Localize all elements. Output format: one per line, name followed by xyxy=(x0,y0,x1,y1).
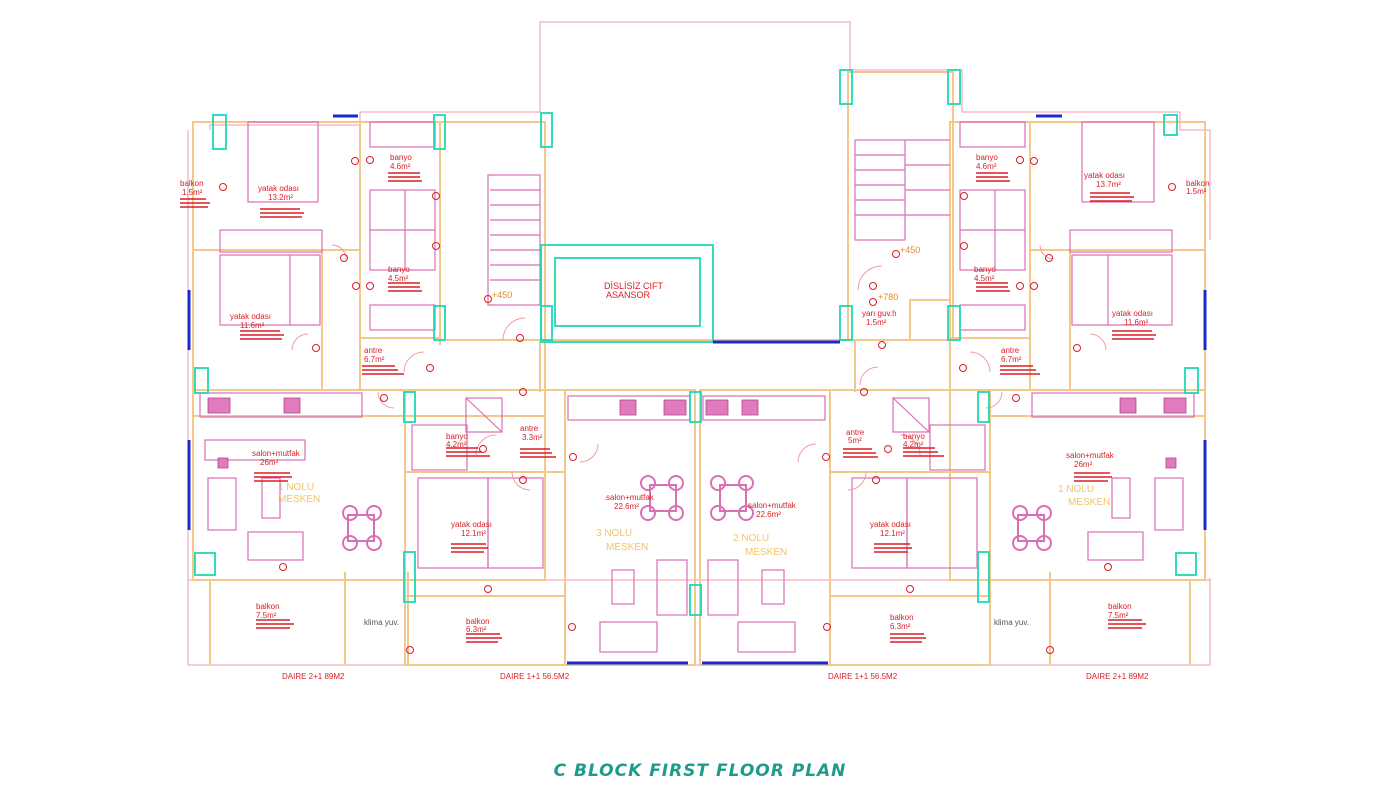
r-balkon-bot-name: balkon xyxy=(1108,602,1132,611)
r-klima-label: klima yuv. xyxy=(994,618,1029,627)
c1-salon-name: salon+mutfak xyxy=(606,493,655,502)
r-antre-name: antre xyxy=(1001,346,1020,355)
c2-salon-name: salon+mutfak xyxy=(748,501,797,510)
level-stair-right: +450 xyxy=(900,245,920,255)
c1-banyo-name: banyo xyxy=(446,432,468,441)
mesken-3-line1: 3 NOLU xyxy=(596,528,632,539)
r-banyo-top-area: 4.6m² xyxy=(976,162,997,171)
red-markers xyxy=(219,156,1176,654)
mesken-1-right-line2: MESKEN xyxy=(1068,497,1110,508)
mesken-1-right-line1: 1 NOLU xyxy=(1058,484,1094,495)
elevator-line2: ASANSOR xyxy=(606,290,651,300)
mesken-2-line2: MESKEN xyxy=(745,547,787,558)
l-balkon-top-name: balkon xyxy=(180,179,204,188)
r-balkon-top-name: balkon xyxy=(1186,179,1210,188)
klima-labels: klima yuv. klima yuv. xyxy=(364,618,1029,627)
l-balkon-bot-name: balkon xyxy=(256,602,280,611)
l-yatak-mid-area: 11.6m² xyxy=(240,321,265,330)
mesken-1-left-line1: 1 NOLU xyxy=(278,482,314,493)
l-yatak-mid-name: yatak odası xyxy=(230,312,271,321)
structural-walls xyxy=(192,71,1206,666)
c2-antre-area: 5m² xyxy=(848,436,862,445)
r-yatak-top-area: 13.7m² xyxy=(1096,180,1121,189)
interior-partitions xyxy=(199,121,1195,653)
mesken-1-left-line2: MESKEN xyxy=(278,494,320,505)
l-balkon-bot-area: 7.5m² xyxy=(256,611,277,620)
mesken-2-line1: 2 NOLU xyxy=(733,533,769,544)
l-banyo-mid-area: 4.5m² xyxy=(388,274,409,283)
level-markers: +450 +450 +780 xyxy=(492,245,920,302)
r-yari-area: 1.5m² xyxy=(866,318,887,327)
dining-sets xyxy=(342,475,1052,551)
unit-labels: DAIRE 2+1 89M2 DAIRE 1+1 56.5M2 DAIRE 1+… xyxy=(282,672,1149,681)
c2-balkon-name: balkon xyxy=(890,613,914,622)
r-banyo-top-name: banyo xyxy=(976,153,998,162)
r-balkon-bot-area: 7.5m² xyxy=(1108,611,1129,620)
l-yatak-top-area: 13.2m² xyxy=(268,193,293,202)
c2-balkon-area: 6.3m² xyxy=(890,622,911,631)
l-antre-area: 6.7m² xyxy=(364,355,385,364)
c2-yatak-area: 12.1m² xyxy=(880,529,905,538)
room-labels: balkon 1.5m² yatak odası 13.2m² banyo 4.… xyxy=(180,153,1210,634)
unit-left-label: DAIRE 2+1 89M2 xyxy=(282,672,345,681)
mesken-3-line2: MESKEN xyxy=(606,542,648,553)
l-yatak-top-name: yatak odası xyxy=(258,184,299,193)
c1-salon-area: 22.6m² xyxy=(614,502,639,511)
unit-center-right-label: DAIRE 1+1 56.5M2 xyxy=(828,672,898,681)
c1-antre-name: antre xyxy=(520,424,539,433)
kitchen-appliances xyxy=(207,397,1187,469)
windows xyxy=(194,69,1199,616)
r-banyo-mid-area: 4.5m² xyxy=(974,274,995,283)
c2-antre-name: antre xyxy=(846,428,865,437)
c2-banyo-area: 4.2m² xyxy=(903,440,924,449)
elevator-line1: DİSLİSİZ CIFT xyxy=(604,281,664,291)
c1-balkon-name: balkon xyxy=(466,617,490,626)
l-banyo-top-area: 4.6m² xyxy=(390,162,411,171)
r-yatak-mid-name: yatak odası xyxy=(1112,309,1153,318)
c2-yatak-name: yatak odası xyxy=(870,520,911,529)
c1-yatak-area: 12.1m² xyxy=(461,529,486,538)
l-banyo-mid-name: banyo xyxy=(388,265,410,274)
door-swings xyxy=(291,244,1107,491)
l-balkon-top-area: 1.5m² xyxy=(182,188,203,197)
glazing-lines xyxy=(187,114,1207,665)
plan-title: C BLOCK FIRST FLOOR PLAN xyxy=(553,761,847,781)
l-salon-area: 26m² xyxy=(260,458,279,467)
r-yatak-mid-area: 11.6m² xyxy=(1124,318,1149,327)
mesken-labels: 1 NOLU MESKEN 3 NOLU MESKEN 2 NOLU MESKE… xyxy=(278,482,1110,558)
l-antre-name: antre xyxy=(364,346,383,355)
c2-salon-area: 22.6m² xyxy=(756,510,781,519)
unit-center-left-label: DAIRE 1+1 56.5M2 xyxy=(500,672,570,681)
c2-banyo-name: banyo xyxy=(903,432,925,441)
c1-balkon-area: 6.3m² xyxy=(466,625,487,634)
level-stair-left: +450 xyxy=(492,290,512,300)
c1-antre-area: 3.3m² xyxy=(522,433,543,442)
r-salon-area: 26m² xyxy=(1074,460,1093,469)
r-yatak-top-name: yatak odası xyxy=(1084,171,1125,180)
annotation-tags xyxy=(180,172,1156,643)
r-antre-area: 6.7m² xyxy=(1001,355,1022,364)
unit-right-label: DAIRE 2+1 89M2 xyxy=(1086,672,1149,681)
r-salon-name: salon+mutfak xyxy=(1066,451,1115,460)
c1-yatak-name: yatak odası xyxy=(451,520,492,529)
elevator-label: DİSLİSİZ CIFT ASANSOR xyxy=(604,281,664,300)
c1-banyo-area: 4.2m² xyxy=(446,440,467,449)
r-yari-name: yarı guv.h xyxy=(862,309,897,318)
l-salon-name: salon+mutfak xyxy=(252,449,301,458)
level-landing: +780 xyxy=(878,292,898,302)
l-banyo-top-name: banyo xyxy=(390,153,412,162)
r-balkon-top-area: 1.5m² xyxy=(1186,187,1207,196)
l-klima-label: klima yuv. xyxy=(364,618,399,627)
r-banyo-mid-name: banyo xyxy=(974,265,996,274)
